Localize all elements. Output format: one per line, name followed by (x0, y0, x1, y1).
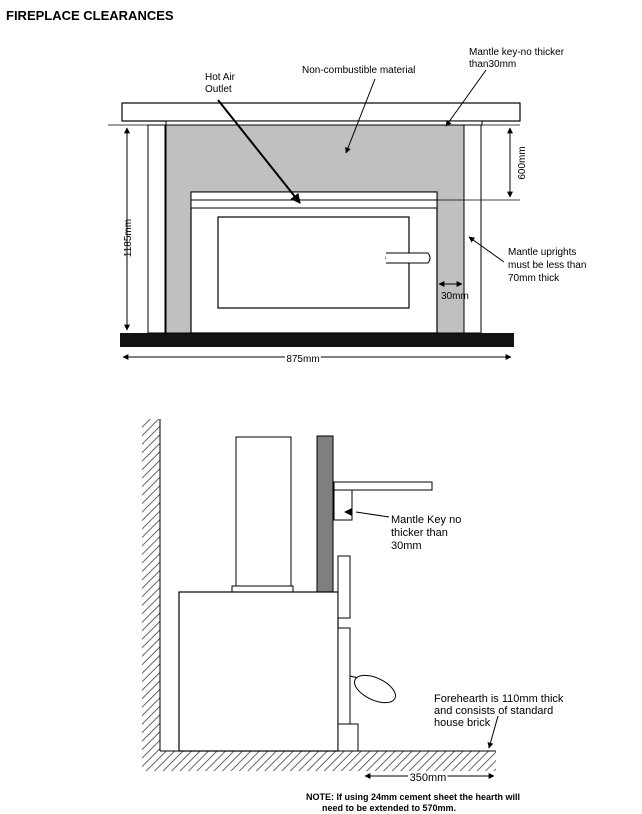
left-mantle-upright (147, 124, 166, 334)
side-mantle-key-note-1: Mantle Key no (391, 514, 461, 526)
uprights-note-1: Mantle uprights (508, 247, 576, 258)
side-mantle-key-note-3: 30mm (391, 540, 422, 552)
wall-hatch (142, 419, 160, 751)
stove-foot (337, 723, 359, 752)
mantle-key-note-2: than30mm (469, 59, 516, 70)
door-handle-icon (386, 252, 431, 264)
floor-hatch (142, 751, 496, 771)
height-label: 1185mm (123, 219, 134, 257)
uprights-note-3: 70mm thick (508, 273, 560, 284)
hearth-depth-label: 350mm (410, 772, 447, 784)
forehearth-leader (487, 715, 499, 749)
upper-door-panel (337, 555, 351, 619)
forehearth-note-1: Forehearth is 110mm thick (434, 693, 564, 705)
mantle-key-note-1: Mantle key-no thicker (469, 47, 565, 58)
hot-air-leader (217, 99, 301, 204)
forehearth-note-3: house brick (434, 717, 491, 729)
hot-air-label-2: Outlet (205, 84, 232, 95)
uprights-leader (468, 236, 505, 263)
forehearth-note-2: and consists of standard (434, 705, 553, 717)
mantle-key-leader (445, 69, 487, 127)
side-gap-label: 30mm (441, 291, 469, 302)
side-mantle-key (333, 489, 353, 521)
gap-above-label: 600mm (517, 146, 528, 179)
hot-air-outlet-strip (190, 191, 438, 201)
side-view: Mantle Key no thicker than 30mm Forehear… (142, 419, 564, 813)
side-mantle-key-note-2: thicker than (391, 527, 448, 539)
flue-box (235, 436, 292, 589)
material-label: Non-combustible material (302, 65, 415, 76)
hearth-base (120, 333, 514, 347)
footnote-2: need to be extended to 570mm. (322, 803, 456, 813)
side-mantle-key-leader (355, 511, 390, 518)
footnote-1: NOTE: If using 24mm cement sheet the hea… (306, 792, 520, 802)
front-view: 1185mm 600mm 30mm 875mm Mantle key-no th… (108, 47, 586, 367)
material-leader (345, 78, 376, 154)
side-handle-icon (354, 674, 396, 704)
side-mantle-shelf (333, 481, 433, 491)
stove-door (217, 216, 410, 309)
mantle-key (165, 120, 483, 126)
uprights-note-2: must be less than (508, 260, 586, 271)
lower-door-panel (337, 627, 351, 729)
stove-side-body (178, 591, 339, 752)
width-label: 875mm (286, 354, 319, 365)
side-panel-gray (316, 435, 334, 593)
page-title: FIREPLACE CLEARANCES (6, 8, 174, 23)
hot-air-label-1: Hot Air (205, 72, 236, 83)
